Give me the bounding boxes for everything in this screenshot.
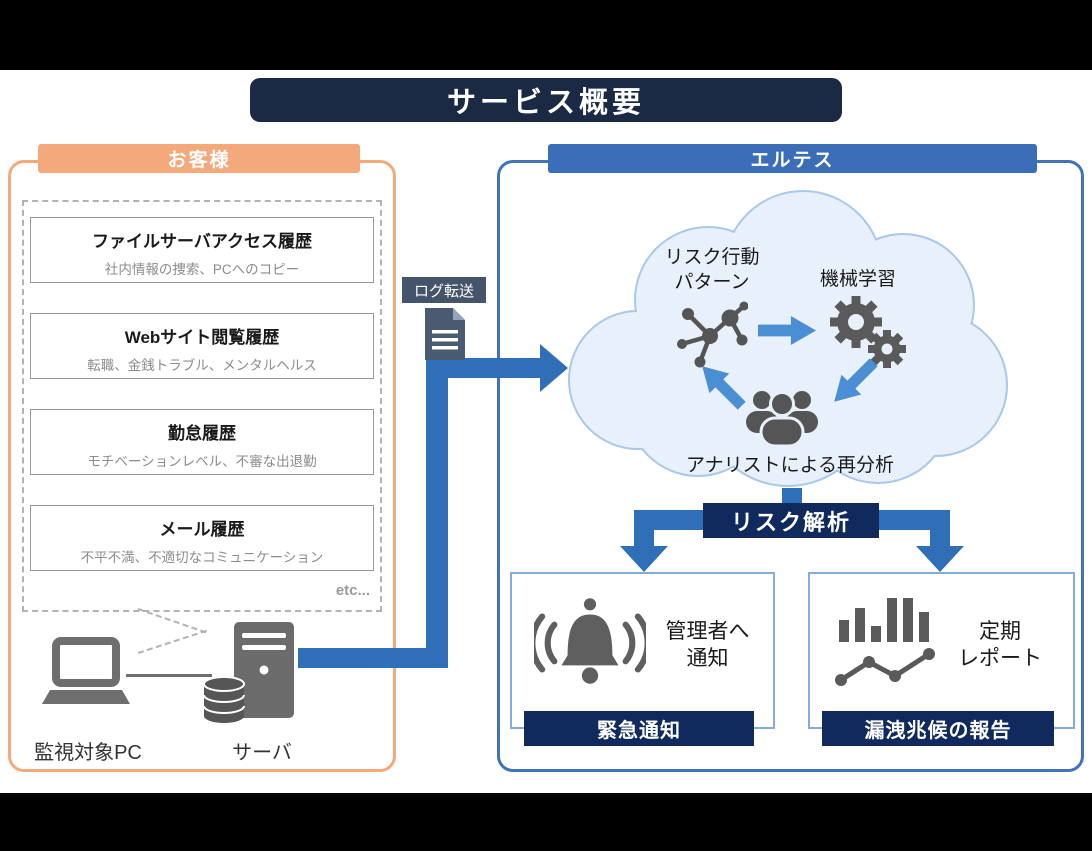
document-icon <box>425 308 465 360</box>
history-subtitle: 転職、金銭トラブル、メンタルヘルス <box>87 358 317 373</box>
emergency-notice-label: 緊急通知 <box>524 711 754 746</box>
network-icon <box>677 301 748 368</box>
customer-tab: お客様 <box>38 144 360 173</box>
history-title: Webサイト閲覧履歴 <box>124 328 280 347</box>
laptop-icon <box>42 637 130 704</box>
bell-icon <box>534 598 646 684</box>
history-group-box <box>22 200 382 612</box>
connector-vertical-bar <box>426 358 448 668</box>
page-title-text: サービス概要 <box>446 87 645 119</box>
leak-report-label: 漏洩兆候の報告 <box>822 711 1054 746</box>
cycle-arrow-right-icon <box>756 314 818 347</box>
history-card-web: Webサイト閲覧履歴 転職、金銭トラブル、メンタルヘルス <box>30 313 374 379</box>
history-subtitle: モチベーションレベル、不審な出退勤 <box>87 454 317 469</box>
arrow-down-right-icon <box>916 546 964 572</box>
history-title: ファイルサーバアクセス履歴 <box>92 232 312 251</box>
pc-label: 監視対象PC <box>34 742 142 764</box>
server-icon <box>234 622 294 718</box>
history-title: メール履歴 <box>159 520 245 539</box>
risk-analysis-label: リスク解析 <box>703 503 879 538</box>
etc-label: etc... <box>335 582 370 599</box>
history-title: 勤怠履歴 <box>168 424 236 443</box>
database-icon <box>203 676 245 723</box>
analyst-label: アナリストによる再分析 <box>685 455 895 476</box>
machine-learning-label: 機械学習 <box>819 269 896 290</box>
left-down-stub <box>634 510 654 546</box>
notify-text: 管理者へ 通知 <box>665 620 750 671</box>
arrow-right-icon <box>540 344 568 392</box>
history-card-attendance: 勤怠履歴 モチベーションレベル、不審な出退勤 <box>30 409 374 475</box>
report-text: 定期 レポート <box>958 620 1042 671</box>
history-subtitle: 社内情報の捜索、PCへのコピー <box>104 262 300 277</box>
eltes-tab: エルテス <box>548 144 1037 173</box>
chart-icon <box>835 598 935 686</box>
server-label: サーバ <box>232 742 292 764</box>
gears-icon <box>830 296 906 368</box>
history-subtitle: 不平不満、不適切なコミュニケーション <box>80 550 324 565</box>
history-card-mail: メール履歴 不平不満、不適切なコミュニケーション <box>30 505 374 571</box>
analysts-icon <box>746 391 818 448</box>
connector-top-bar <box>440 358 540 378</box>
pc-server-link-line <box>126 674 212 677</box>
report-box <box>808 572 1075 729</box>
history-card-file-server: ファイルサーバアクセス履歴 社内情報の捜索、PCへのコピー <box>30 217 374 283</box>
connector-bottom-bar <box>298 648 448 668</box>
page-title: サービス概要 <box>250 78 842 122</box>
risk-pattern-label: リスク行動 パターン <box>664 247 760 293</box>
log-transfer-label: ログ転送 <box>402 277 486 303</box>
arrow-down-left-icon <box>620 546 668 572</box>
right-down-stub <box>930 510 950 546</box>
notify-box <box>510 572 775 729</box>
